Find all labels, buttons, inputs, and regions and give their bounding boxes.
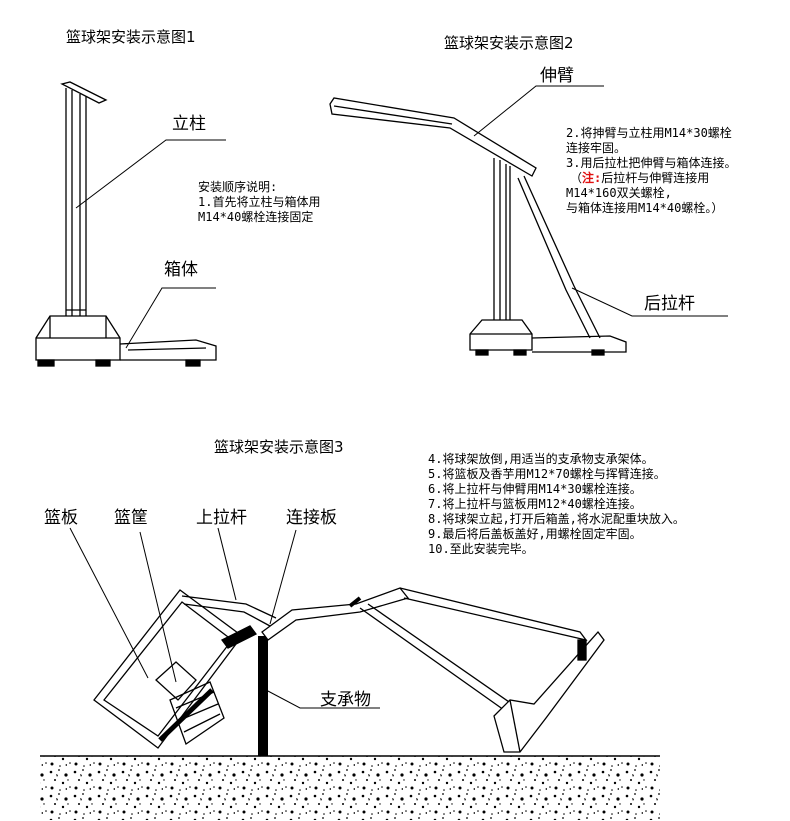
figure2-box	[469, 319, 627, 356]
figure2-notes: 2.将抻臂与立柱用M14*30螺栓 连接牢固。 3.用后拉杜把伸臂与箱体连接。 …	[566, 126, 736, 216]
label-support: 支承物	[320, 690, 371, 710]
label-box: 箱体	[164, 260, 198, 280]
figure1-note-line: M14*40螺栓连接固定	[198, 210, 314, 224]
figure2-title: 篮球架安装示意图2	[444, 34, 574, 52]
leader-box	[125, 287, 216, 349]
figure3-rear-rod	[359, 587, 588, 711]
figure3-note-line: 9.最后将后盖板盖好,用螺栓固定牢固。	[428, 527, 642, 541]
figure3-plate	[181, 595, 277, 649]
leader-plate	[269, 529, 297, 625]
leader-basket	[139, 531, 177, 683]
figure1-pole	[60, 81, 108, 318]
figure1-drawing	[35, 81, 226, 367]
figure2-drawing	[329, 85, 728, 356]
figure3-drawing	[40, 527, 660, 820]
figure1-notes: 安装顺序说明: 1.首先将立柱与箱体用 M14*40螺栓连接固定	[198, 180, 320, 225]
figure2-rear-rod	[517, 175, 601, 339]
figure1-note-line: 1.首先将立柱与箱体用	[198, 195, 321, 209]
label-plate: 连接板	[286, 508, 337, 528]
figure2-note-warning: 注:	[582, 171, 602, 185]
leader-support	[265, 689, 380, 709]
figure3-support	[258, 636, 268, 756]
label-arm: 伸臂	[540, 66, 574, 86]
figure3-notes: 4.将球架放倒,用适当的支承物支承架体。 5.将篮板及香芋用M12*70螺栓与挥…	[428, 452, 685, 557]
figure2-arm	[329, 97, 537, 177]
figure3-note-line: 4.将球架放倒,用适当的支承物支承架体。	[428, 452, 654, 466]
figure3-title: 篮球架安装示意图3	[214, 438, 344, 456]
label-pole: 立柱	[172, 114, 206, 134]
label-upper-rod: 上拉杆	[196, 508, 247, 528]
leader-arm	[473, 85, 604, 137]
figure3-note-line: 7.将上拉杆与篮板用M12*40螺栓连接。	[428, 497, 642, 511]
figure2-note-line: 连接牢固。	[566, 141, 627, 155]
figure2-note-line: （注:后拉杆与伸臂连接用	[566, 171, 736, 186]
figure3-note-line: 10.至此安装完毕。	[428, 542, 534, 556]
leader-rear-rod	[571, 287, 728, 317]
label-basket: 篮筐	[114, 508, 148, 528]
figure2-pole	[493, 158, 511, 326]
leader-pole	[75, 139, 226, 209]
figure3-arm	[261, 587, 410, 641]
figure1-note-line: 安装顺序说明:	[198, 180, 278, 194]
figure2-note-line: 与箱体连接用M14*40螺栓。）	[566, 201, 724, 215]
figure3-note-line: 5.将篮板及香芋用M12*70螺栓与挥臂连接。	[428, 467, 666, 481]
figure2-note-line: 2.将抻臂与立柱用M14*30螺栓	[566, 126, 732, 140]
figure2-note-cont: 后拉杆与伸臂连接用	[601, 171, 710, 185]
figure1-box	[35, 315, 217, 367]
figure3-box	[493, 630, 605, 753]
figure3-note-line: 6.将上拉杆与伸臂用M14*30螺栓连接。	[428, 482, 642, 496]
leader-upper-rod	[217, 527, 237, 601]
figure3-note-line: 8.将球架立起,打开后箱盖,将水泥配重块放入。	[428, 512, 685, 526]
figure1-title: 篮球架安装示意图1	[66, 28, 196, 46]
figure2-note-line: M14*160双关螺栓,	[566, 186, 672, 200]
figure2-note-line: 3.用后拉杜把伸臂与箱体连接。	[566, 156, 737, 170]
ground-gravel	[40, 756, 660, 820]
label-rear-rod: 后拉杆	[644, 294, 695, 314]
label-backboard: 篮板	[44, 508, 78, 528]
leader-backboard	[69, 527, 149, 679]
figure2-note-prefix: （	[570, 171, 583, 185]
